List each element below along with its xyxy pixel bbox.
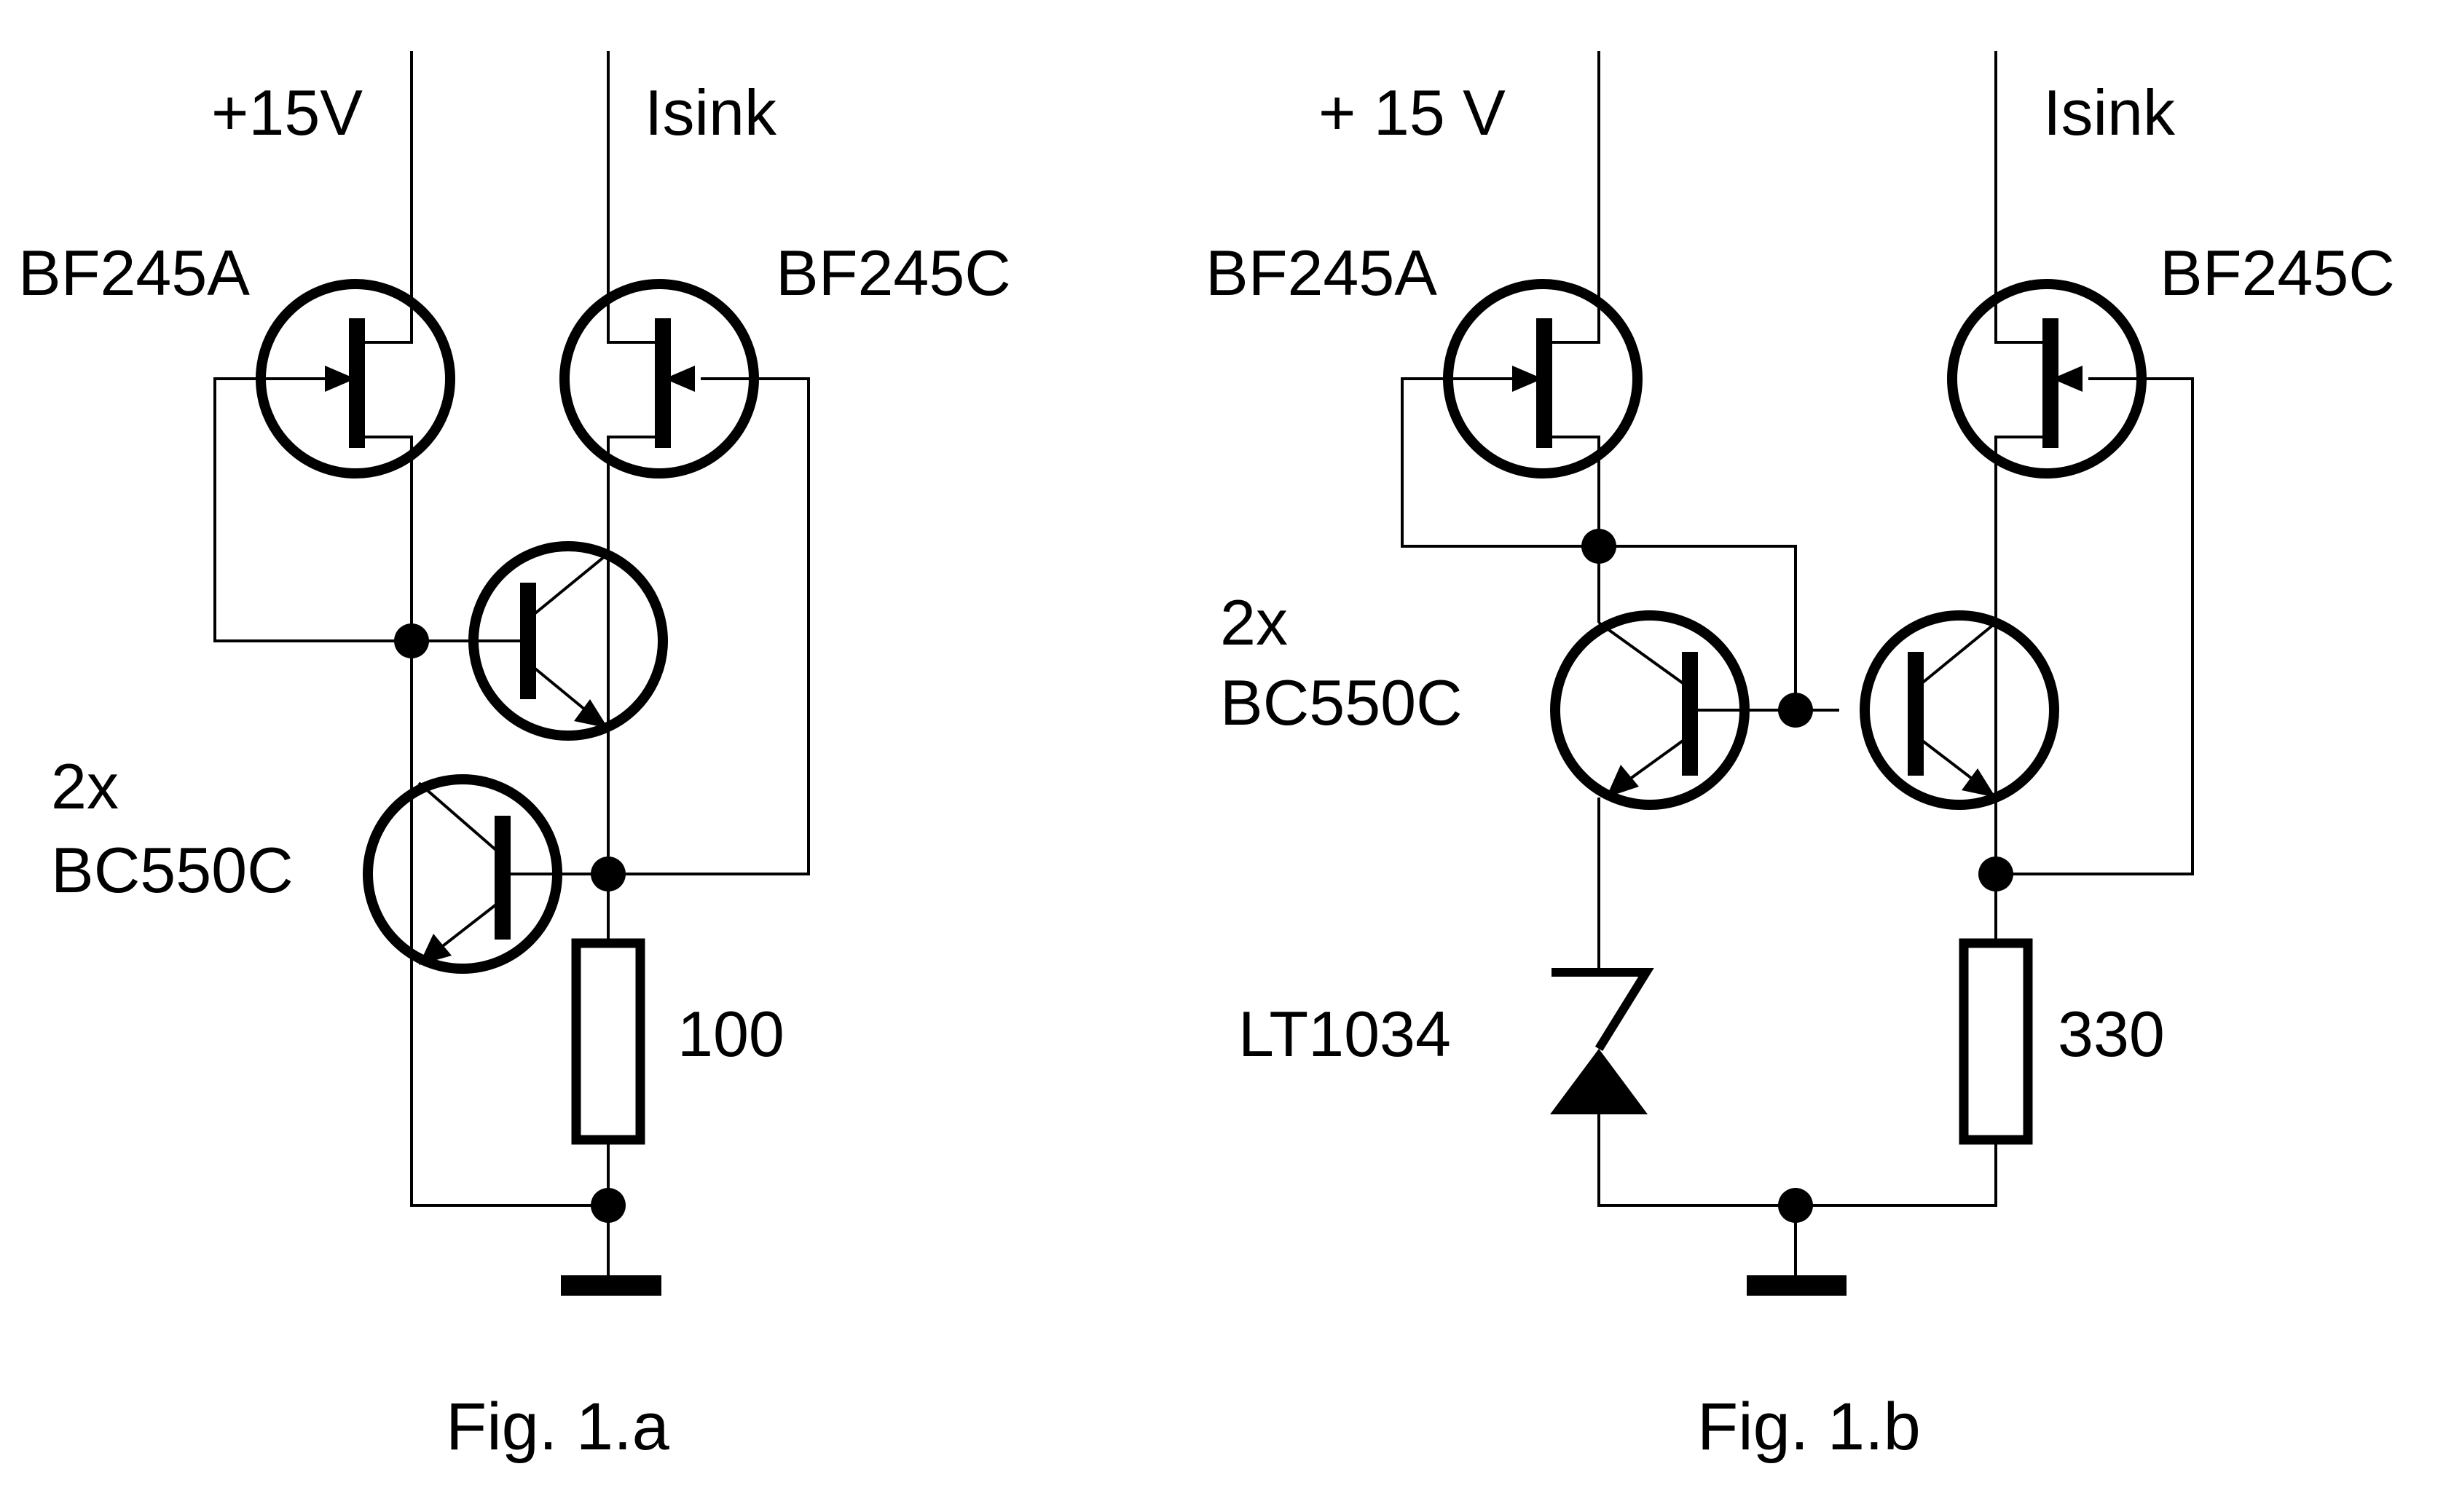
supply-wire [375, 51, 413, 344]
npn-reference [1550, 610, 1750, 810]
sink-label: Isink [645, 76, 777, 149]
jfet-left-gate-wire [1401, 377, 1599, 548]
junction-dot [1778, 693, 1813, 728]
npn-sense [363, 774, 562, 974]
junction-dot [1581, 529, 1616, 564]
transistor-type-label: BC550C [1220, 666, 1463, 739]
supply-label: + 15 V [1318, 76, 1506, 149]
resistor-label: 330 [2058, 998, 2165, 1070]
ground-return-wire [410, 969, 608, 1207]
supply-label: +15V [211, 76, 363, 149]
voltage-reference [1550, 968, 1654, 1114]
junction-dot [394, 623, 429, 658]
supply-wire [1562, 51, 1600, 344]
jfet-right [559, 279, 759, 479]
reference-label: LT1034 [1238, 998, 1451, 1070]
jfet-right-label: BF245C [776, 237, 1011, 309]
sink-label: Isink [2043, 76, 2176, 149]
jfet-left-gate-wire [213, 377, 412, 642]
jfet-right-gate-wire [1996, 377, 2194, 875]
jfet-right-gate-wire [608, 377, 810, 875]
jfet-left [1443, 279, 1643, 479]
figure-caption: Fig. 1.a [446, 1390, 670, 1464]
jfet-left-label: BF245A [1206, 237, 1437, 309]
transistor-count-label: 2x [51, 750, 119, 822]
jfet-left [256, 279, 455, 479]
jfet-left-label: BF245A [18, 237, 250, 309]
junction-dot [1978, 857, 2013, 891]
jfet-left-source-wire [375, 436, 413, 969]
figure-1b: + 15 V Isink BF245A BF245C 2x BC550C LT1… [1206, 51, 2395, 1464]
jfet-right-label: BF245C [2160, 237, 2395, 309]
transistor-type-label: BC550C [51, 834, 294, 906]
npn-output [1860, 610, 2059, 810]
junction-dot [591, 1188, 626, 1223]
bias-wire [1599, 545, 1797, 710]
resistor-label: 100 [677, 998, 784, 1070]
transistor-count-label: 2x [1220, 586, 1288, 658]
jfet-right [1947, 279, 2147, 479]
figure-1a: +15V Isink BF245A BF245C 2x BC550C 100 F… [18, 51, 1011, 1464]
resistor [1959, 938, 2033, 1145]
junction-dot [591, 857, 626, 891]
figure-caption: Fig. 1.b [1697, 1390, 1921, 1464]
resistor [571, 938, 645, 1145]
npn-cascode [468, 541, 668, 741]
junction-dot [1778, 1188, 1813, 1223]
